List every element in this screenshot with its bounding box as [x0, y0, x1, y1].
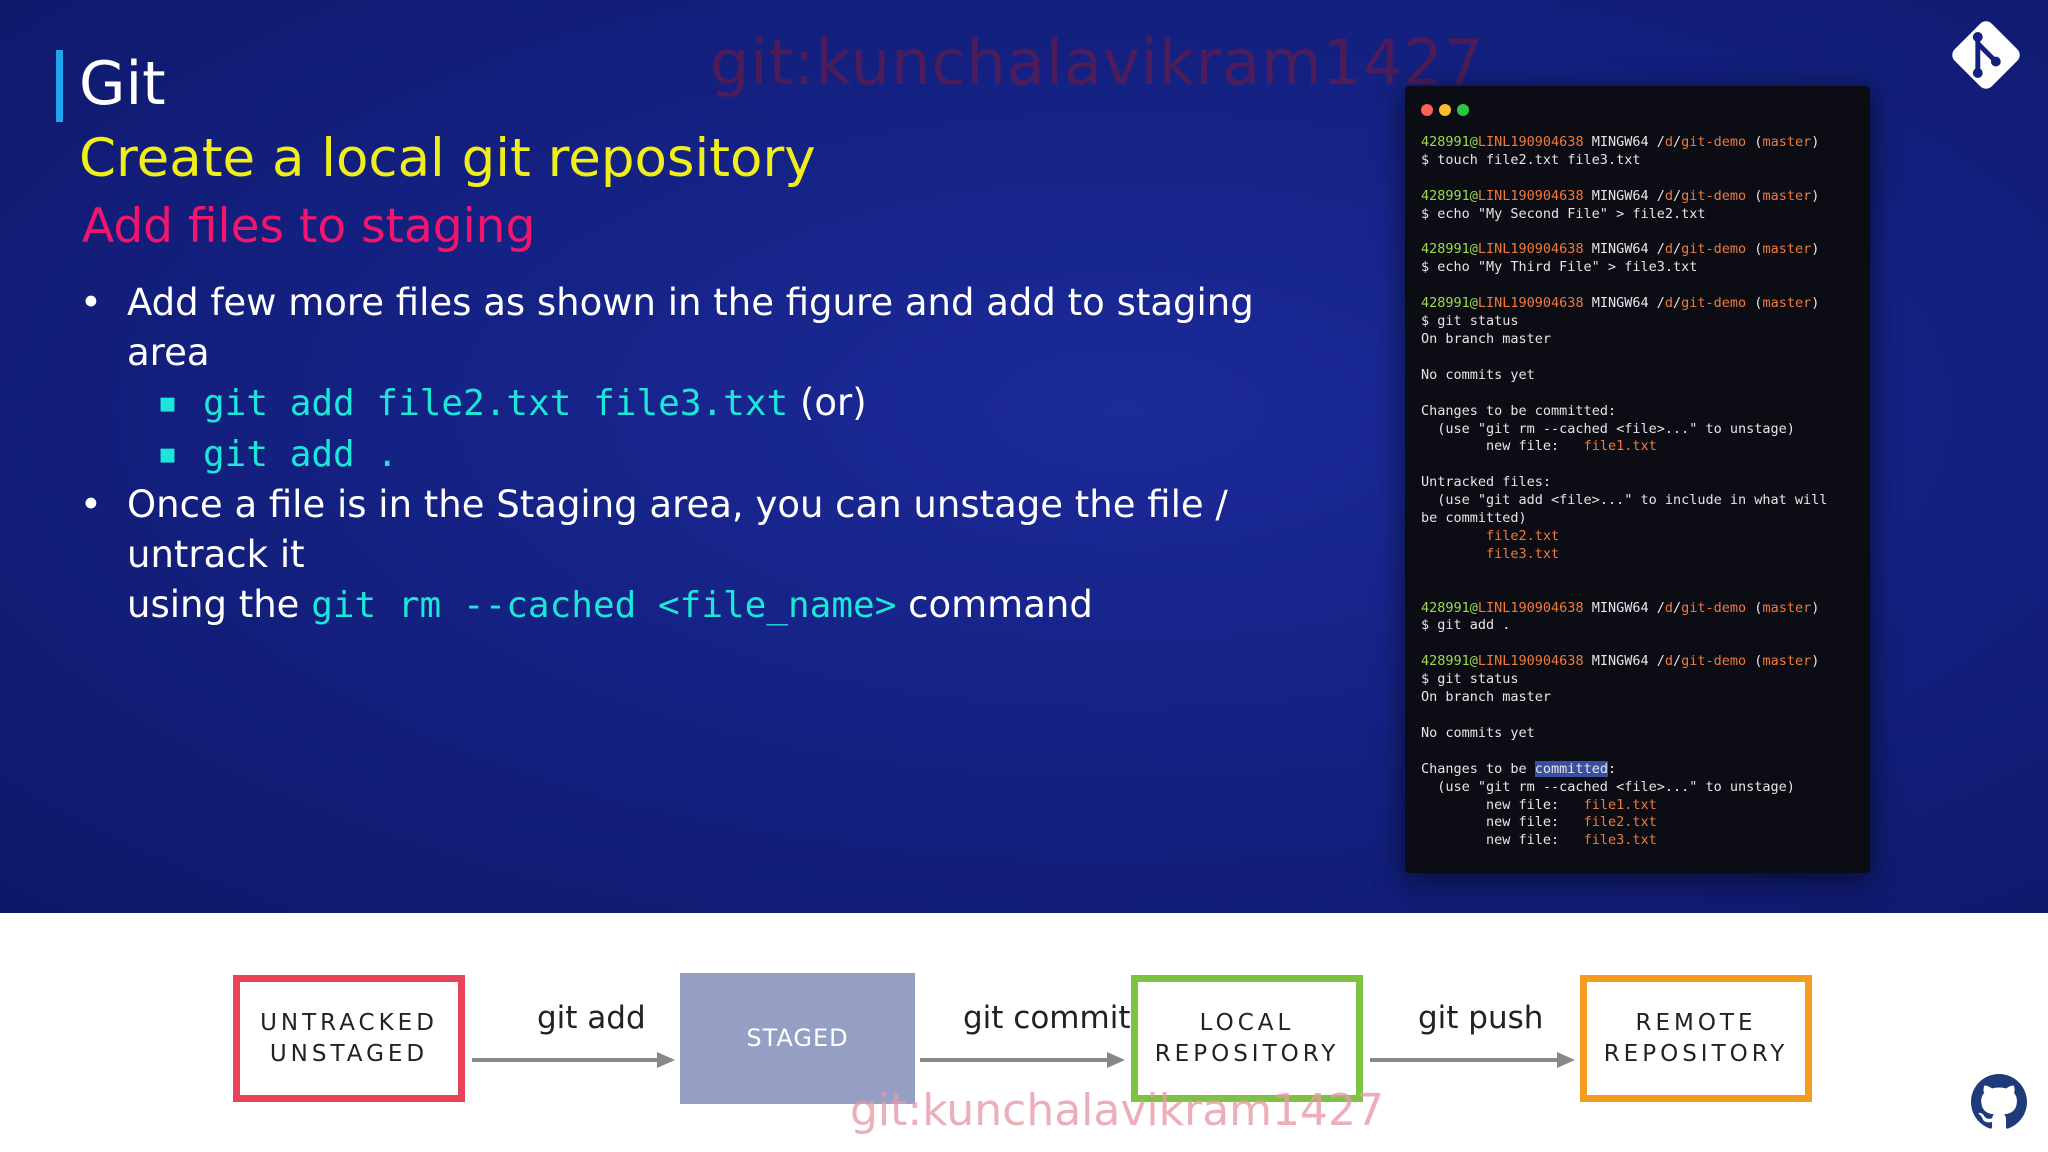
code-snippet: git add file2.txt file3.txt: [203, 383, 789, 424]
untracked-state-box: UNTRACKED UNSTAGED: [233, 975, 465, 1102]
git-add-label: git add: [537, 1000, 646, 1036]
window-controls: [1421, 101, 1475, 120]
remote-repository-box: REMOTE REPOSITORY: [1580, 975, 1812, 1102]
github-icon: [1971, 1074, 2027, 1129]
state-label: REPOSITORY: [1603, 1040, 1789, 1067]
bullet-text: using the: [127, 583, 312, 626]
sub-bullet-marker: ▪: [158, 386, 177, 419]
sub-bullet-marker: ▪: [158, 437, 177, 470]
maximize-dot-icon: [1457, 104, 1469, 116]
terminal-command: $ git status: [1421, 313, 1519, 330]
bullet-item: • Once a file is in the Staging area, yo…: [80, 480, 1310, 631]
terminal-window: 428991@LINL190904638 MINGW64 /d/git-demo…: [1405, 86, 1870, 873]
bullet-list: • Add few more files as shown in the fig…: [80, 278, 1310, 631]
minimize-dot-icon: [1439, 104, 1451, 116]
bullet-text: Once a file is in the Staging area, you …: [127, 483, 1228, 576]
terminal-command: $ echo "My Third File" > file3.txt: [1421, 259, 1698, 276]
terminal-command: $ touch file2.txt file3.txt: [1421, 151, 1641, 168]
bullet-item: • Add few more files as shown in the fig…: [80, 278, 1310, 378]
watermark: git:kunchalavikram1427: [710, 26, 1485, 99]
bullet-marker: •: [80, 483, 102, 526]
sub-bullet-item: ▪ git add .: [80, 429, 1310, 480]
state-label: STAGED: [746, 1024, 849, 1052]
bullet-marker: •: [80, 281, 102, 324]
state-label: LOCAL: [1199, 1009, 1295, 1036]
terminal-command: $ git status: [1421, 671, 1519, 688]
bullet-text: Add few more files as shown in the figur…: [127, 281, 1254, 374]
close-dot-icon: [1421, 104, 1433, 116]
slide-title: Git: [79, 49, 166, 119]
slide-subtitle: Create a local git repository: [79, 128, 816, 189]
bullet-text: (or): [788, 381, 867, 424]
git-commit-label: git commit: [963, 1000, 1131, 1036]
watermark: git:kunchalavikram1427: [850, 1085, 1384, 1136]
git-push-label: git push: [1418, 1000, 1544, 1036]
workflow-diagram: [0, 913, 2048, 1152]
slide-section-heading: Add files to staging: [82, 199, 536, 254]
state-label: UNSTAGED: [269, 1040, 429, 1067]
staged-state-box: STAGED: [680, 973, 915, 1104]
state-label: REMOTE: [1635, 1009, 1757, 1036]
code-snippet: git rm --cached <file_name>: [311, 585, 897, 626]
bullet-text: command: [896, 583, 1093, 626]
local-repository-box: LOCAL REPOSITORY: [1131, 975, 1363, 1102]
git-logo-icon: [1952, 21, 2020, 89]
sub-bullet-item: ▪ git add file2.txt file3.txt (or): [80, 378, 1310, 429]
code-snippet: git add .: [203, 434, 399, 475]
state-label: REPOSITORY: [1154, 1040, 1340, 1067]
terminal-command: $ echo "My Second File" > file2.txt: [1421, 205, 1706, 222]
terminal-output: 428991@LINL190904638 MINGW64 /d/git-demo…: [1421, 134, 1828, 849]
workflow-arrows: [472, 1052, 1575, 1068]
title-accent-bar: [56, 50, 63, 122]
state-label: UNTRACKED: [260, 1009, 438, 1036]
terminal-command: $ git add .: [1421, 617, 1511, 634]
slide-header-area: git:kunchalavikram1427 Git Create a loca…: [0, 0, 2048, 913]
